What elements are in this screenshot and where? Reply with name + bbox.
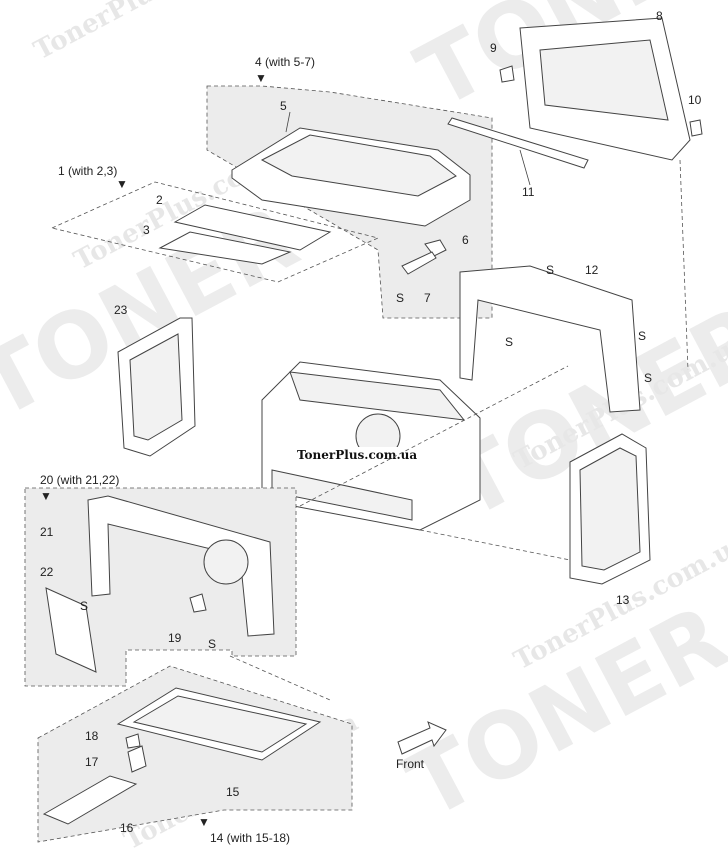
assembly-14-label: 14 (with 15-18) bbox=[210, 831, 290, 845]
callout-9: 9 bbox=[490, 41, 497, 55]
frame-bracket bbox=[459, 265, 641, 413]
front-cover-frame bbox=[87, 495, 275, 637]
callout-3: 3 bbox=[143, 223, 150, 237]
callout-10: 10 bbox=[688, 93, 702, 107]
guide-line-tray bbox=[229, 655, 331, 701]
guide-lines bbox=[229, 159, 689, 701]
assembly-4-label: 4 (with 5-7) bbox=[255, 55, 315, 69]
assembly-14-boundary bbox=[37, 665, 353, 843]
printer-body-base bbox=[271, 469, 413, 521]
screw-mark-12b: S bbox=[638, 329, 646, 343]
callout-23: 23 bbox=[114, 303, 128, 317]
callout-2: 2 bbox=[156, 193, 163, 207]
latch-part-18 bbox=[125, 733, 141, 749]
output-tray-15-ribs bbox=[132, 695, 308, 753]
leader-5 bbox=[285, 111, 291, 133]
callout-5: 5 bbox=[280, 99, 287, 113]
front-arrow-icon bbox=[397, 721, 447, 755]
guide-line-rear bbox=[679, 159, 689, 371]
callout-11: 11 bbox=[522, 185, 535, 199]
callout-8: 8 bbox=[656, 9, 663, 23]
top-cover-recess bbox=[260, 134, 457, 197]
assembly-14-arrow: ▼ bbox=[198, 815, 210, 829]
callout-18: 18 bbox=[85, 729, 99, 743]
callout-13: 13 bbox=[616, 593, 630, 607]
leader-11 bbox=[519, 149, 531, 186]
callout-7: 7 bbox=[424, 291, 431, 305]
callout-16: 16 bbox=[120, 821, 134, 835]
callout-6: 6 bbox=[462, 233, 469, 247]
assembly-1-arrow: ▼ bbox=[116, 177, 128, 191]
callout-22: 22 bbox=[40, 565, 54, 579]
callout-17: 17 bbox=[85, 755, 99, 769]
front-label: Front bbox=[396, 757, 425, 771]
left-side-cover-inner bbox=[129, 333, 183, 441]
watermark-text-1: TonerPlus.com.ua bbox=[29, 0, 273, 66]
callout-15: 15 bbox=[226, 785, 240, 799]
tray-part-3 bbox=[158, 231, 292, 265]
lever-part-7 bbox=[401, 251, 437, 275]
callout-12: 12 bbox=[585, 263, 599, 277]
latch-part-17 bbox=[127, 745, 147, 773]
assembly-20-arrow: ▼ bbox=[40, 489, 52, 503]
site-label-box bbox=[294, 447, 408, 463]
assembly-1-label: 1 (with 2,3) bbox=[58, 164, 117, 178]
screw-mark-7: S bbox=[396, 291, 404, 305]
rear-cover-grid bbox=[539, 39, 669, 121]
tray-extension-16 bbox=[42, 775, 138, 825]
front-panel-22 bbox=[45, 587, 97, 673]
assembly-4-arrow: ▼ bbox=[255, 71, 267, 85]
assembly-20-label: 20 (with 21,22) bbox=[40, 473, 119, 487]
site-label: TonerPlus.com.ua bbox=[297, 448, 417, 462]
roller-part-11 bbox=[447, 117, 589, 169]
tray-part-2 bbox=[173, 204, 332, 251]
screw-mark-12c: S bbox=[505, 335, 513, 349]
screw-mark-12d: S bbox=[644, 371, 652, 385]
hinge-part-9 bbox=[499, 65, 515, 83]
hinge-part-10 bbox=[689, 119, 703, 137]
guide-line-right bbox=[419, 529, 571, 561]
guide-line-mid bbox=[299, 365, 569, 507]
callout-21: 21 bbox=[40, 525, 54, 539]
screw-mark-12a: S bbox=[546, 263, 554, 277]
small-part-19 bbox=[189, 593, 207, 613]
front-cover-port bbox=[203, 539, 249, 585]
screw-mark-19: S bbox=[208, 637, 216, 651]
screw-mark-22: S bbox=[80, 599, 88, 613]
callout-19: 19 bbox=[168, 631, 182, 645]
right-side-cover-grille bbox=[579, 447, 641, 571]
